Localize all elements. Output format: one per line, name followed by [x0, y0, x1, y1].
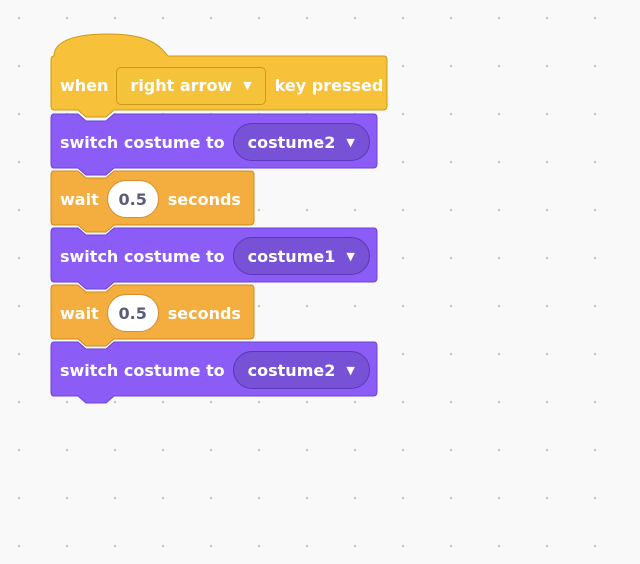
costume-dropdown[interactable]: costume1 ▼ — [232, 237, 370, 275]
seconds-label: seconds — [167, 189, 241, 209]
caret-down-icon: ▼ — [346, 249, 355, 263]
when-key-pressed-block[interactable]: when right arrow ▼ key pressed — [50, 33, 388, 118]
wait-label: wait — [60, 189, 99, 209]
switch-costume-label: switch costume to — [60, 246, 225, 266]
costume-dropdown-value: costume1 — [247, 246, 336, 266]
caret-down-icon: ▼ — [243, 79, 252, 92]
switch-costume-block[interactable]: switch costume to costume1 ▼ — [50, 227, 378, 290]
hat-key-pressed-label: key pressed — [274, 76, 384, 95]
caret-down-icon: ▼ — [346, 135, 355, 149]
switch-costume-block[interactable]: switch costume to costume2 ▼ — [50, 113, 378, 176]
key-dropdown-value: right arrow — [130, 76, 233, 95]
switch-costume-label: switch costume to — [60, 132, 225, 152]
costume-dropdown-value: costume2 — [247, 132, 336, 152]
wait-block[interactable]: wait 0.5 seconds — [50, 170, 255, 233]
wait-seconds-input[interactable]: 0.5 — [106, 294, 159, 332]
wait-label: wait — [60, 303, 99, 323]
switch-costume-label: switch costume to — [60, 360, 225, 380]
code-script[interactable]: when right arrow ▼ key pressed switch co… — [50, 33, 390, 414]
costume-dropdown-value: costume2 — [247, 360, 336, 380]
wait-block[interactable]: wait 0.5 seconds — [50, 284, 255, 347]
seconds-label: seconds — [167, 303, 241, 323]
key-dropdown[interactable]: right arrow ▼ — [116, 66, 266, 105]
wait-seconds-input[interactable]: 0.5 — [106, 180, 159, 218]
caret-down-icon: ▼ — [346, 363, 355, 377]
hat-when-label: when — [60, 76, 109, 95]
switch-costume-block[interactable]: switch costume to costume2 ▼ — [50, 341, 378, 404]
costume-dropdown[interactable]: costume2 ▼ — [232, 351, 370, 389]
costume-dropdown[interactable]: costume2 ▼ — [232, 123, 370, 161]
